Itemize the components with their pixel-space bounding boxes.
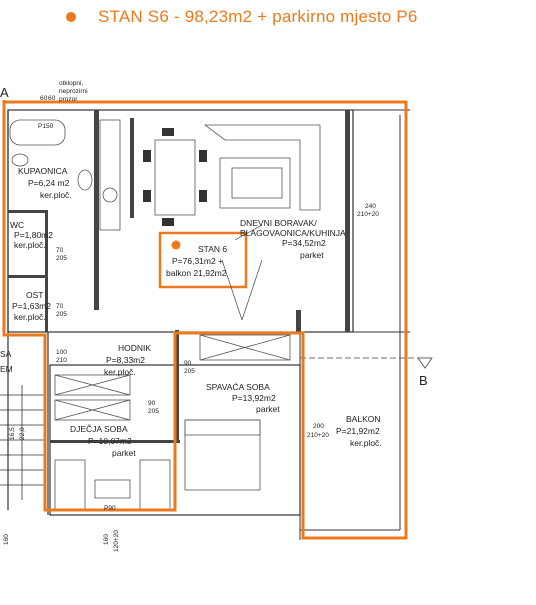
dining-chairs (143, 128, 207, 226)
bed-double (184, 419, 261, 491)
bottom-dim-160b: 160 (103, 534, 110, 545)
ost-floor: ker.ploč. (14, 312, 46, 322)
hodnik-name: HODNIK (118, 343, 151, 353)
wc-floor: ker.ploč. (14, 240, 46, 250)
dnevni-area: P=34,52m2 (282, 238, 326, 248)
sofa (203, 124, 321, 211)
dim-210b: 210 (56, 357, 67, 364)
bed-single-2 (139, 459, 171, 511)
dim-210-20: 210+20 (357, 211, 379, 218)
dnevni-name-2: BLAGOVAONICA/KUHINJA (240, 228, 346, 238)
furniture (9, 119, 321, 511)
top-dim-b: 60 (48, 95, 56, 102)
stair-dim-a: 16,5 (9, 427, 16, 440)
stair-dim-b: 22,0 (19, 427, 26, 440)
wc-name: WC (10, 220, 24, 230)
djecja-area: P=10,07m2 (88, 436, 132, 446)
label-sa: SA (0, 349, 12, 359)
toilet (77, 169, 93, 191)
kitchen-counter (99, 119, 121, 231)
dim-240: 240 (365, 203, 376, 210)
ost-name: OST (26, 290, 43, 300)
dim-205a: 205 (56, 255, 67, 262)
balkon-area: P=21,92m2 (336, 426, 380, 436)
dim-210-20b: 210+20 (307, 432, 329, 439)
dim-205c: 205 (184, 368, 195, 375)
spavaca-area: P=13,92m2 (232, 393, 276, 403)
label-em: EM (0, 364, 13, 374)
hodnik-area: P=8,33m2 (106, 355, 145, 365)
wardrobe-3 (199, 334, 291, 361)
balkon-name: BALKON (346, 414, 381, 424)
dnevni-floor: parket (300, 250, 324, 260)
hodnik-floor: ker.ploč. (104, 367, 136, 377)
stan-bullet-icon (171, 240, 181, 250)
stan-area: P=76,31m2 + (172, 256, 223, 266)
dim-p150: P150 (38, 123, 54, 130)
page-title: STAN S6 - 98,23m2 + parkirno mjesto P6 (66, 5, 418, 29)
wall-fills (8, 110, 350, 443)
dim-200: 200 (313, 423, 324, 430)
kupaonica-name: KUPAONICA (18, 166, 68, 176)
label-a: A (0, 85, 9, 100)
top-note-1: otklopni, (59, 80, 83, 87)
ost-area: P=1,63m2 (12, 301, 51, 311)
sofa-table (219, 157, 291, 209)
wardrobe-2 (54, 399, 131, 421)
desk (94, 479, 131, 499)
stan-box (158, 231, 248, 289)
dim-205d: 205 (148, 408, 159, 415)
djecja-floor: parket (112, 448, 136, 458)
stan-name: STAN 6 (198, 244, 227, 254)
bathtub (9, 119, 66, 146)
section-line-b (300, 357, 433, 369)
dim-100: 100 (56, 349, 67, 356)
balkon-floor: ker.ploč. (350, 438, 382, 448)
djecja-name: DJEČJA SOBA (70, 424, 128, 434)
sink (11, 153, 29, 167)
title-text: STAN S6 - 98,23m2 + parkirno mjesto P6 (98, 7, 418, 26)
dim-90a: 90 (184, 360, 192, 367)
label-b: B (419, 373, 428, 388)
dnevni-name-1: DNEVNI BORAVAK/ (240, 218, 317, 228)
dim-90b: 90 (148, 400, 156, 407)
bottom-dim-160a: 160 (3, 534, 10, 545)
dim-70a: 70 (56, 247, 64, 254)
spavaca-name: SPAVAĆA SOBA (206, 382, 270, 392)
kupaonica-area: P=6,24 m2 (28, 178, 70, 188)
top-note-3: prozor (59, 96, 78, 103)
spavaca-floor: parket (256, 404, 280, 414)
apartment-outline (2, 100, 408, 540)
bed-single-1 (54, 459, 86, 511)
dim-p90: P90 (104, 505, 116, 512)
stairs (0, 385, 46, 500)
dining-table (154, 139, 196, 216)
wc-area: P=1,80m2 (14, 230, 53, 240)
top-note-2: neprozirni (59, 88, 88, 95)
dim-70b: 70 (56, 303, 64, 310)
top-dim-a: 60 (40, 95, 48, 102)
orange-dot-icon (66, 12, 76, 22)
wardrobe-1 (54, 374, 131, 396)
bottom-dim-120: 120+20 (113, 530, 120, 552)
kupaonica-floor: ker.ploč. (40, 190, 72, 200)
dim-205b: 205 (56, 311, 67, 318)
stan-balkon: balkon 21,92m2 (166, 268, 227, 278)
